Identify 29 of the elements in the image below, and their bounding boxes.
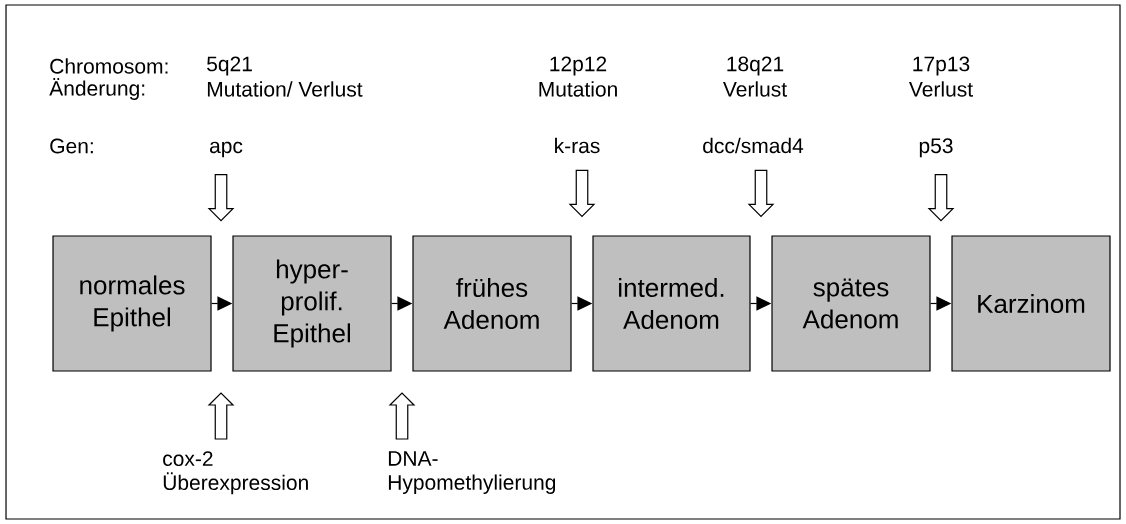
block-arrow: [927, 173, 955, 222]
gene-label: dcc/smad4: [703, 137, 804, 154]
stage-box: Karzinom: [951, 235, 1111, 372]
stage-box: hyper- prolif. Epithel: [232, 235, 392, 372]
stage-box: frühes Adenom: [412, 235, 572, 372]
gene-label: k-ras: [555, 137, 600, 154]
block-arrow: [747, 169, 775, 218]
factor-label: cox-2 Überexpression: [163, 451, 308, 495]
gene-label: p53: [919, 138, 953, 158]
factor-label: DNA- Hypomethylierung: [388, 451, 556, 494]
block-arrow: [207, 392, 235, 440]
stage-box: spätes Adenom: [771, 235, 931, 372]
label-text: Mutation/ Verlust: [207, 81, 363, 97]
block-arrow: [568, 169, 596, 218]
stage-box: intermed. Adenom: [592, 235, 751, 372]
label-text: 17p13: [913, 56, 970, 76]
label-text: Verlust: [909, 81, 973, 97]
gene-label: apc: [210, 141, 243, 158]
label-text: Mutation: [539, 81, 617, 97]
label-text: Chromosom:: [50, 58, 168, 74]
block-arrow: [388, 392, 416, 440]
label-text: Verlust: [723, 81, 787, 97]
label-text: Gen:: [50, 138, 93, 154]
stage-box: normales Epithel: [52, 235, 212, 372]
label-text: 5q21: [207, 56, 252, 76]
label-text: 12p12: [550, 56, 607, 76]
block-arrow: [207, 173, 235, 222]
label-text: 18q21: [727, 56, 784, 76]
label-text: Änderung:: [49, 78, 145, 100]
